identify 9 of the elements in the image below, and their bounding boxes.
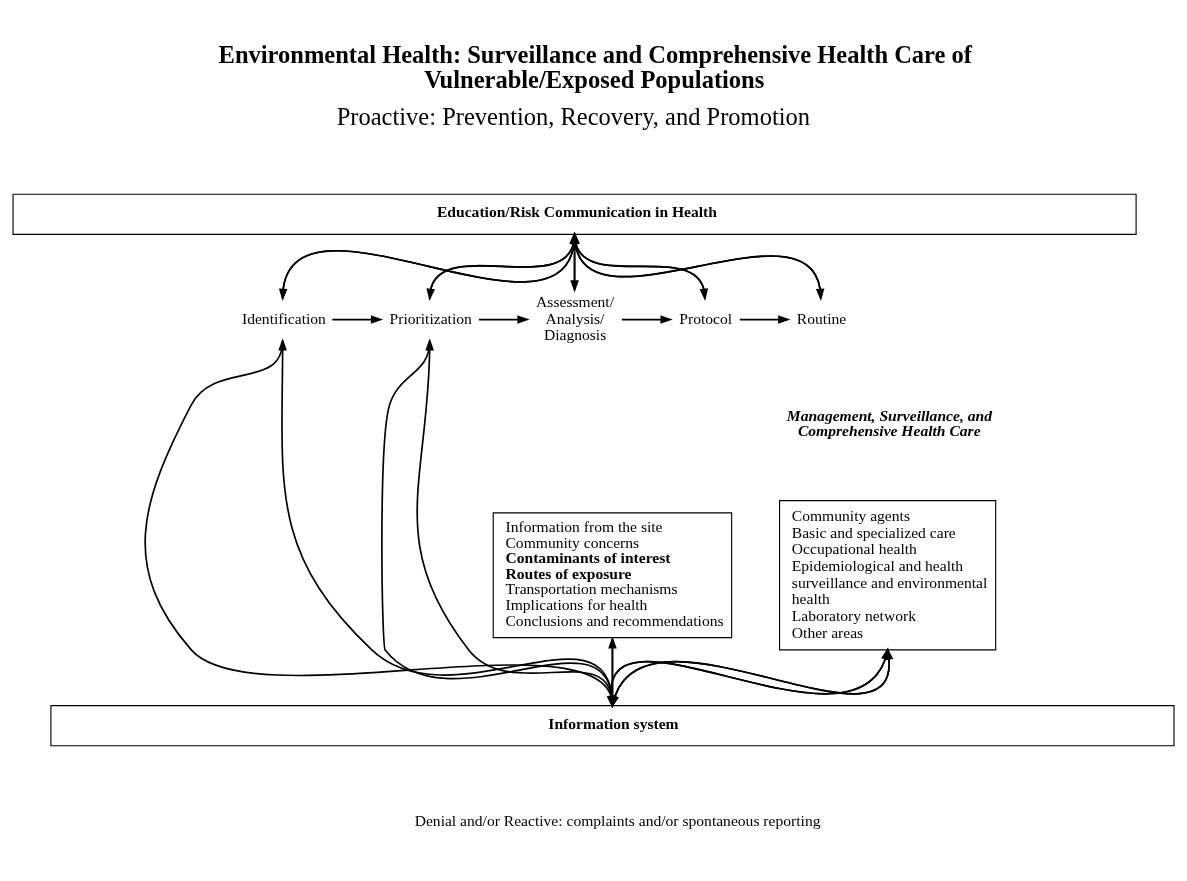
node-text: Assessment/ Analysis/ Diagnosis xyxy=(536,292,615,343)
node-text: Prioritization xyxy=(389,309,472,327)
node-text: Protocol xyxy=(679,309,733,327)
node-text: Routine xyxy=(796,309,847,327)
label: Management, Surveillance, and Comprehensive Health Care xyxy=(786,406,992,439)
node-text: Identification xyxy=(241,309,326,327)
label: Proactive: Prevention, Recovery, and Promotion xyxy=(336,102,811,130)
label: Denial and/or Reactive: complaints and/or spontaneous reporting xyxy=(414,811,821,829)
diagram-title: Environmental Health: Surveillance and Comprehensive Health Care of Vulnerable/Exposed Populations xyxy=(218,40,972,93)
